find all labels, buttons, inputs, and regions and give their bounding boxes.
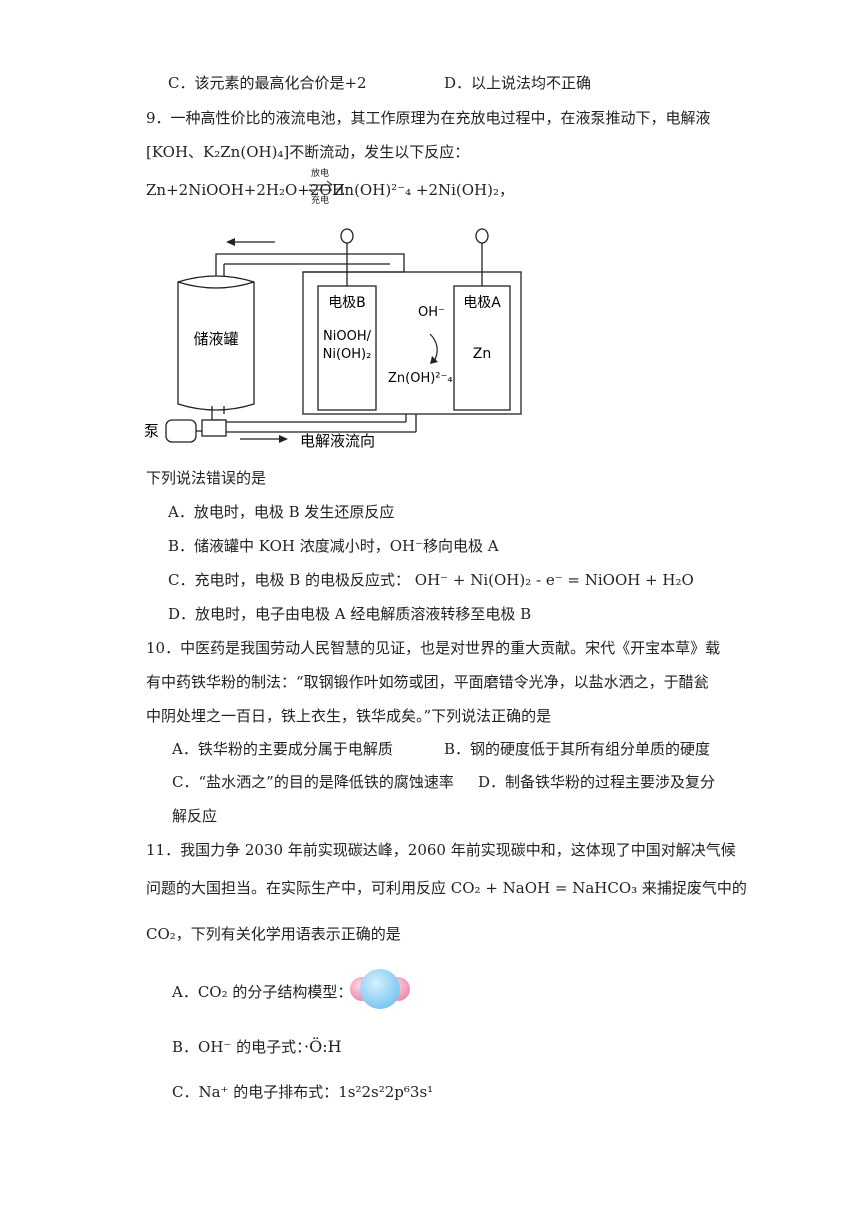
electrode-b (317, 285, 377, 411)
q8-option-c: C．该元素的最高化合价是+2 (168, 74, 367, 92)
q9-question: 下列说法错误的是 (146, 469, 267, 487)
q9-option-d: D．放电时，电子由电极 A 经电解质溶液转移至电极 B (168, 605, 532, 623)
electrode-a-material: Zn (473, 346, 491, 362)
q11-stem-line3: CO₂，下列有关化学用语表示正确的是 (146, 925, 401, 943)
co2-space-filling-model-icon (350, 969, 410, 1009)
q10-stem-line1: 10．中医药是我国劳动人民智慧的见证，也是对世界的重大贡献。宋代《开宝本草》载 (146, 639, 721, 657)
tank-label: 储液罐 (193, 330, 238, 348)
q10-stem-line2: 有中药铁华粉的制法：“取钢锻作叶如笏或团，平面磨错令光净，以盐水洒之，于醋瓮 (146, 673, 709, 691)
electrode-b-material2: Ni(OH)₂ (323, 347, 372, 362)
flow-direction-label: 电解液流向 (300, 432, 375, 450)
hydroxide-label: OH⁻ (418, 305, 445, 320)
q9-option-b: B．储液罐中 KOH 浓度减小时，OH⁻移向电极 A (168, 537, 499, 555)
q8-option-d: D．以上说法均不正确 (444, 74, 592, 92)
curve-arrow-head-icon (430, 356, 438, 364)
pump-label: 泵 (144, 422, 159, 440)
eq-discharge-label: 放电 (311, 169, 330, 179)
electrode-a (453, 285, 511, 411)
q9-option-a: A．放电时，电极 B 发生还原反应 (168, 503, 395, 521)
terminal-b-icon (340, 228, 354, 244)
eq-charge-label: 充电 (311, 196, 330, 206)
pump-icon (165, 419, 197, 443)
terminal-a-icon (475, 228, 489, 244)
zincate-label: Zn(OH)²⁻₄ (388, 371, 453, 386)
q9-stem-line1: 9．一种高性价比的液流电池，其工作原理为在充放电过程中，在液泵推动下，电解液 (146, 109, 711, 127)
q9-stem-line2: [KOH、K₂Zn(OH)₄]不断流动，发生以下反应： (146, 143, 470, 161)
electrode-b-material1: NiOOH/ (323, 329, 372, 344)
q10-option-d-line2: 解反应 (172, 807, 218, 825)
flow-battery-diagram: 储液罐 电极B NiOOH/ Ni(OH)₂ 电极A Zn OH⁻ Zn(OH)… (144, 228, 522, 450)
top-arrow-head-icon (226, 238, 235, 246)
equilibrium-arrow-icon (308, 180, 333, 194)
top-pipe (215, 253, 405, 278)
oh-electron-formula: ·Ö:H (304, 1037, 342, 1056)
carbon-atom (360, 969, 400, 1009)
electrode-a-label: 电极A (463, 295, 501, 311)
storage-tank (177, 275, 255, 411)
q9-option-c: C．充电时，电极 B 的电极反应式： OH⁻ + Ni(OH)₂ - e⁻ = … (168, 571, 694, 589)
cell-box (302, 271, 522, 415)
q11-stem-line2: 问题的大国担当。在实际生产中，可利用反应 CO₂ + NaOH = NaHCO₃… (146, 879, 747, 897)
q10-option-b: B．钢的硬度低于其所有组分单质的硬度 (444, 740, 711, 758)
electrode-b-label: 电极B (328, 295, 366, 311)
q11-option-a: A．CO₂ 的分子结构模型： (172, 983, 353, 1001)
q10-option-d-line1: D．制备铁华粉的过程主要涉及复分 (478, 773, 716, 791)
q9-equation-right: Zn(OH)²⁻₄ +2Ni(OH)₂， (334, 181, 515, 199)
bottom-arrow-head-icon (279, 435, 288, 443)
q11-option-c: C．Na⁺ 的电子排布式：1s²2s²2p⁶3s¹ (172, 1083, 434, 1101)
q9-equation-left: Zn+2NiOOH+2H₂O+2OH⁻ (146, 181, 353, 199)
q10-option-c: C．“盐水洒之”的目的是降低铁的腐蚀速率 (172, 773, 454, 791)
q10-stem-line3: 中阴处埋之一百日，铁上衣生，铁华成矣。”下列说法正确的是 (146, 707, 552, 725)
q10-option-a: A．铁华粉的主要成分属于电解质 (172, 740, 393, 758)
q11-stem-line1: 11．我国力争 2030 年前实现碳达峰，2060 年前实现碳中和，这体现了中国… (146, 841, 736, 859)
q11-option-b: B．OH⁻ 的电子式： (172, 1038, 312, 1056)
